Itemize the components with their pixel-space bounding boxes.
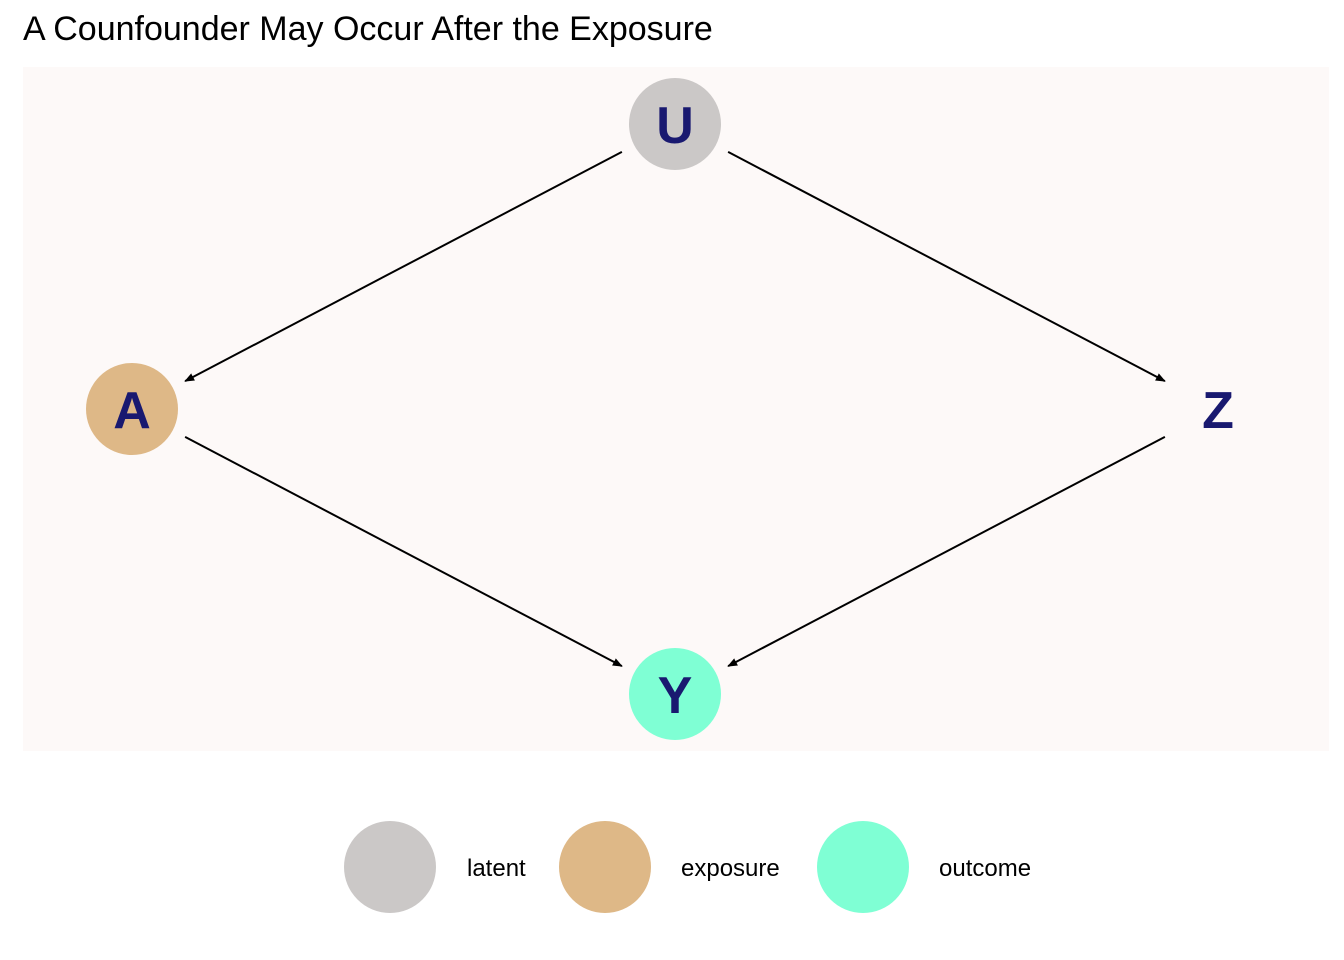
- legend-swatch-latent: [344, 821, 436, 913]
- node-z-label: Z: [1202, 382, 1234, 440]
- node-y: Y: [629, 648, 721, 740]
- nodes: U A Z Y: [86, 78, 1234, 740]
- node-z: Z: [1202, 382, 1234, 440]
- legend: [344, 821, 909, 913]
- legend-swatch-outcome: [817, 821, 909, 913]
- node-y-label: Y: [658, 667, 693, 725]
- node-u: U: [629, 78, 721, 170]
- node-a: A: [86, 363, 178, 455]
- edges: [184, 151, 1166, 667]
- node-u-circle: [629, 78, 721, 170]
- edge-z-to-y: [727, 436, 1166, 667]
- edge-a-to-y: [184, 436, 623, 667]
- legend-label-outcome: outcome: [939, 855, 1032, 882]
- node-a-label: A: [113, 382, 151, 440]
- legend-label-latent: latent: [467, 855, 526, 882]
- legend-swatch-exposure: [559, 821, 651, 913]
- node-y-circle: [629, 648, 721, 740]
- edge-u-to-z: [727, 151, 1166, 382]
- panel-background: [23, 67, 1329, 751]
- node-u-label: U: [656, 97, 694, 155]
- edge-u-to-a: [184, 151, 623, 382]
- legend-label-exposure: exposure: [681, 855, 780, 882]
- diagram-title: A Counfounder May Occur After the Exposu…: [23, 10, 713, 48]
- node-a-circle: [86, 363, 178, 455]
